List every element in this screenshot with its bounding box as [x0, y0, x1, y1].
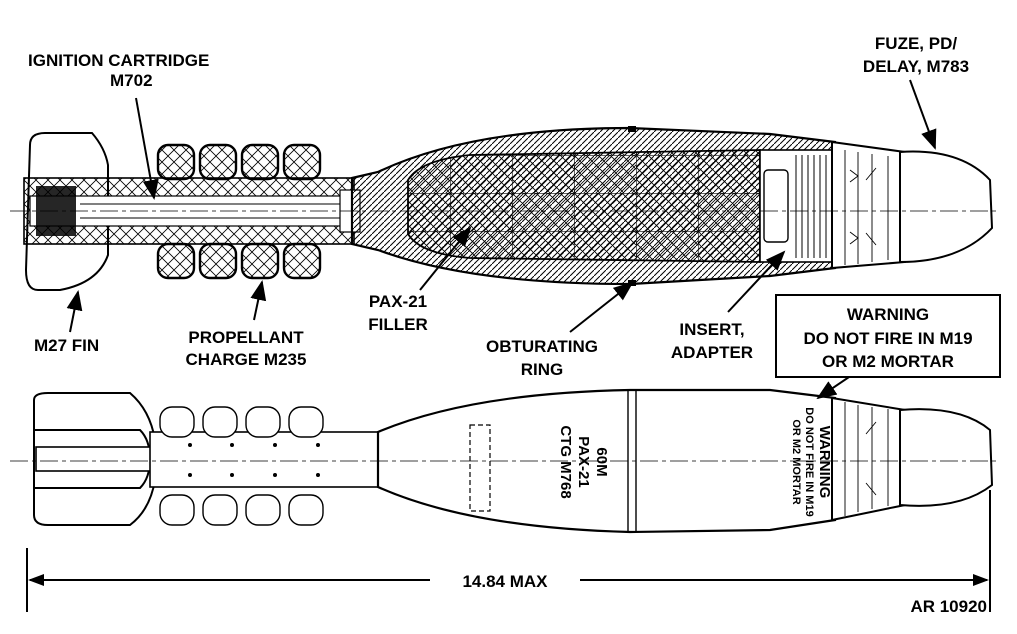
- body-warning-line2: DO NOT FIRE IN M19: [803, 407, 815, 516]
- fuze-exterior: [831, 396, 906, 522]
- charge-increments-top: [159, 406, 324, 438]
- charge-increments-bottom: [159, 494, 324, 526]
- body-marking: 60M PAX-21 CTG M768: [557, 425, 610, 498]
- dimension-label: 14.84 MAX: [462, 572, 548, 591]
- insert-leader: [727, 250, 786, 313]
- cutaway-view: [10, 126, 1000, 291]
- warning-line3: OR M2 MORTAR: [822, 352, 954, 371]
- ignition-label-line2: M702: [110, 71, 153, 90]
- body-marking-line1: 60M: [593, 447, 610, 476]
- propellant-leader: [250, 280, 267, 321]
- warning-box: WARNING DO NOT FIRE IN M19 OR M2 MORTAR: [775, 294, 1001, 378]
- propellant-charges-top: [156, 143, 322, 181]
- warning-leader: [816, 374, 853, 400]
- filler-label-line1: PAX-21: [369, 292, 427, 311]
- obturating-label-line1: OBTURATING: [486, 337, 598, 356]
- leader-lines: [66, 79, 937, 400]
- filler-label-line2: FILLER: [368, 315, 428, 334]
- exterior-view: 60M PAX-21 CTG M768 WARNING DO NOT FIRE …: [10, 388, 1000, 534]
- fuze-nose: [899, 150, 994, 264]
- ignition-label-line1: IGNITION CARTRIDGE: [28, 51, 209, 70]
- propellant-label-line1: PROPELLANT: [188, 328, 304, 347]
- propellant-label-line2: CHARGE M235: [186, 350, 307, 369]
- body-marking-line3: CTG M768: [557, 425, 574, 498]
- body-warning-line1: WARNING: [816, 426, 833, 499]
- warning-title: WARNING: [847, 305, 929, 324]
- fuze-nose-exterior: [899, 408, 994, 507]
- filler-leader: [419, 226, 472, 291]
- body-warning-line3: OR M2 MORTAR: [790, 419, 802, 504]
- fuze-label-line1: FUZE, PD/: [875, 34, 957, 53]
- propellant-charges-bottom: [156, 242, 322, 280]
- body-warning: WARNING DO NOT FIRE IN M19 OR M2 MORTAR: [790, 407, 833, 516]
- fin-boom: [149, 431, 381, 488]
- insert-label-line1: INSERT,: [679, 320, 744, 339]
- body-marking-line2: PAX-21: [575, 436, 592, 487]
- obturating-label-line2: RING: [521, 360, 564, 379]
- warning-line2: DO NOT FIRE IN M19: [803, 329, 972, 348]
- fuze-label-line2: DELAY, M783: [863, 57, 969, 76]
- overall-length-dimension: 14.84 MAX: [26, 490, 991, 612]
- figure-id: AR 10920: [910, 597, 987, 616]
- fin-label: M27 FIN: [34, 336, 99, 355]
- fin-leader: [66, 290, 83, 333]
- insert-label-line2: ADAPTER: [671, 343, 753, 362]
- fuze-body: [831, 140, 906, 270]
- fuze-leader: [909, 79, 937, 150]
- obturating-leader: [569, 281, 634, 333]
- ignition-leader: [135, 97, 159, 200]
- pax21-filler: [407, 149, 761, 263]
- marking-area: [469, 424, 491, 512]
